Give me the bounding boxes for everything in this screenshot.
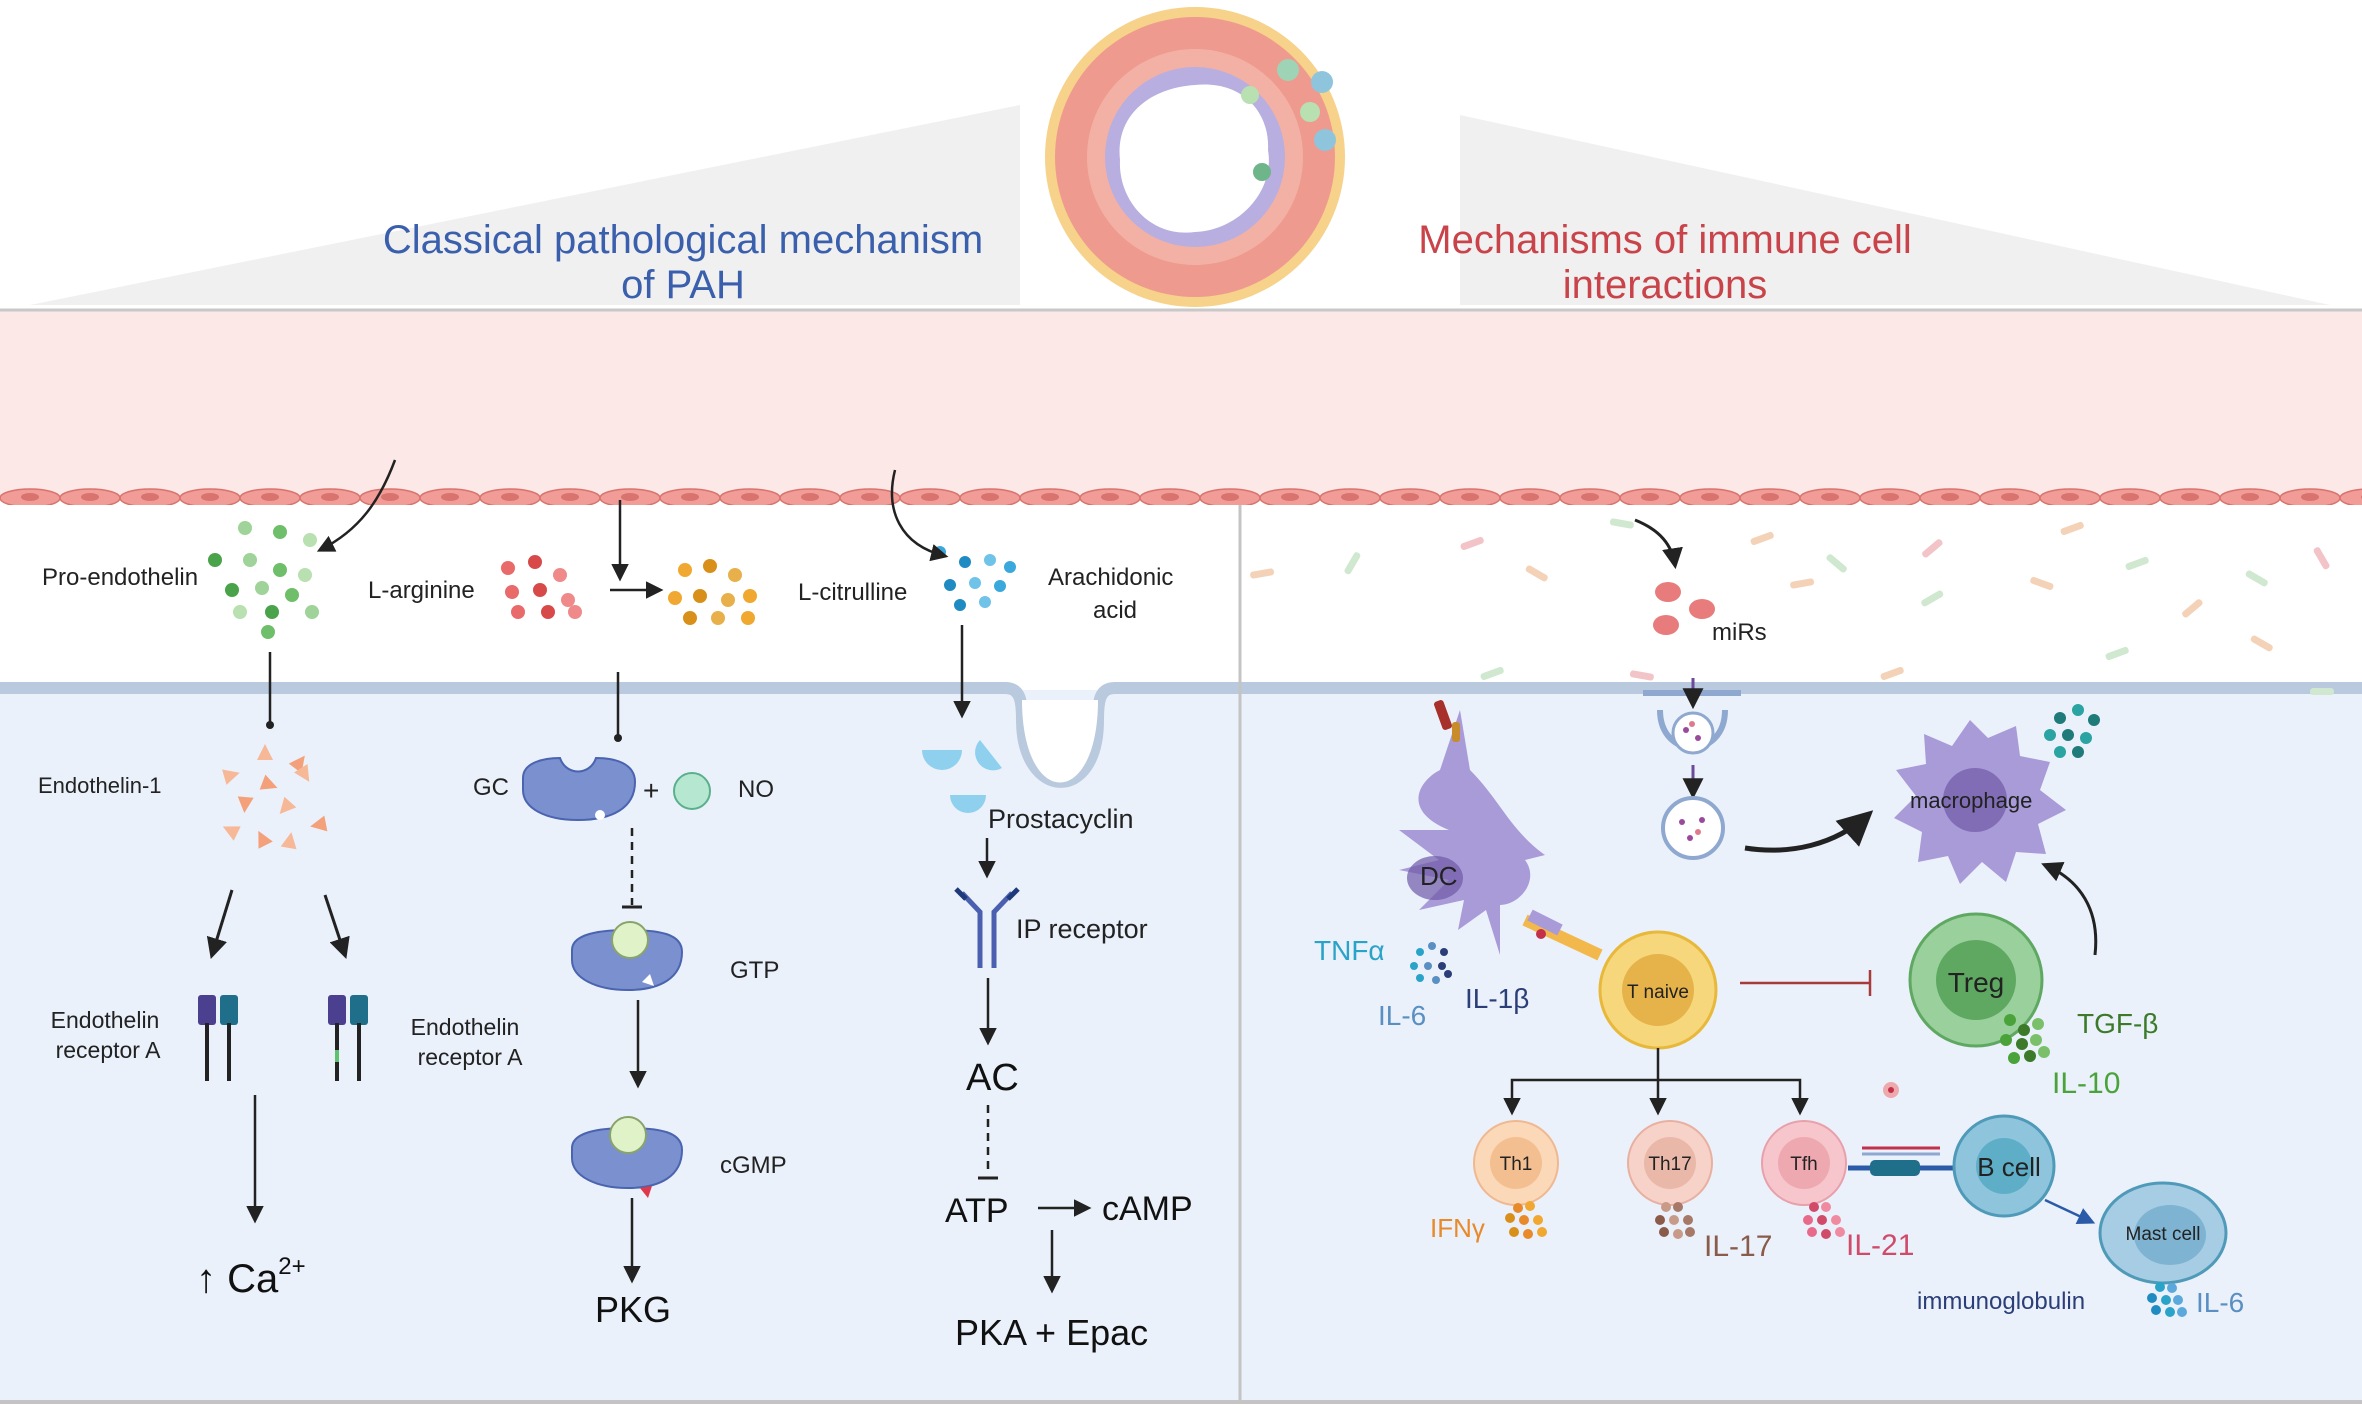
tfh-bcell-synapse: [1848, 1146, 1955, 1176]
ac-label: AC: [966, 1057, 1019, 1099]
receptor-a-2-label-2: receptor A: [418, 1044, 523, 1070]
dendritic-cell: [1399, 700, 1545, 955]
plus-label: +: [643, 775, 659, 806]
macrophage-secretion-dots: [2044, 704, 2100, 758]
th17-label: Th17: [1648, 1154, 1691, 1175]
macrophage-label: macrophage: [1910, 788, 2032, 813]
macrophage-cell: [1894, 720, 2066, 884]
th1-label: Th1: [1500, 1154, 1533, 1175]
gc-enzyme: [522, 756, 637, 822]
il21-label: IL-21: [1846, 1229, 1914, 1262]
tnfa-label: TNFα: [1314, 935, 1385, 966]
arachidonic-label-1: Arachidonic: [1048, 564, 1173, 591]
left-title-line1: Classical pathological mechanism: [383, 218, 983, 262]
cgmp-label: cGMP: [720, 1152, 787, 1179]
tfh-label: Tfh: [1790, 1154, 1817, 1175]
dc-cytokine-dots: [1410, 942, 1452, 984]
l-citrulline-dots: [668, 559, 757, 625]
no-label: NO: [738, 776, 774, 803]
l-arginine-dots: [501, 555, 582, 619]
header-perspective: [30, 105, 2330, 305]
il6-label-dc: IL-6: [1378, 1000, 1426, 1031]
gtp-label: GTP: [730, 957, 779, 984]
b-cell-label: B cell: [1977, 1152, 2041, 1182]
arachidonic-label-2: acid: [1093, 597, 1137, 624]
treg-secretion-dots: [2000, 1014, 2050, 1064]
receptor-a-1-label-1: Endothelin: [51, 1007, 160, 1033]
endothelin-1-triangles: [222, 744, 328, 850]
prostacyclin-label: Prostacyclin: [988, 804, 1134, 834]
endothelin-1-label: Endothelin-1: [38, 773, 162, 798]
dc-label: DC: [1420, 861, 1458, 891]
calcium-label: ↑ Ca2+: [196, 1253, 306, 1301]
mast-cell-label: Mast cell: [2126, 1224, 2201, 1245]
treg-label: Treg: [1948, 967, 2005, 998]
no-molecule: [673, 772, 711, 810]
mirs-label: miRs: [1712, 619, 1767, 646]
vessel-wall-band: [0, 310, 2362, 500]
receptor-a-2-label-1: Endothelin: [411, 1014, 520, 1040]
gc-label: GC: [473, 774, 509, 801]
pro-endothelin-dots: [208, 521, 319, 639]
vessel-cross-section: [1045, 7, 1345, 307]
endocytosis-vesicle: [1643, 678, 1741, 860]
il10-label: IL-10: [2052, 1067, 2120, 1100]
dc-tcell-synapse: [1522, 909, 1603, 961]
tgfb-label: TGF-β: [2077, 1008, 2158, 1039]
left-title-line2: of PAH: [621, 263, 745, 307]
gtp-enzyme: [571, 928, 684, 992]
endothelial-cell-row: [0, 488, 2362, 508]
endothelin-receptor-a-2: [328, 995, 368, 1081]
il17-label: IL-17: [1704, 1230, 1772, 1263]
pka-label: PKA + Epac: [955, 1312, 1148, 1353]
endothelin-receptor-a-1: [198, 995, 238, 1081]
right-title-line1: Mechanisms of immune cell: [1418, 218, 1912, 262]
l-arginine-label: L-arginine: [368, 577, 475, 604]
camp-label: cAMP: [1102, 1190, 1193, 1228]
pro-endothelin-label: Pro-endothelin: [42, 564, 198, 591]
il6-label-mast: IL-6: [2196, 1287, 2244, 1318]
cgmp-enzyme: [571, 1126, 684, 1190]
l-citrulline-label: L-citrulline: [798, 579, 907, 606]
atp-label: ATP: [945, 1192, 1009, 1230]
immunoglobulin-label: immunoglobulin: [1917, 1288, 2085, 1315]
pkg-label: PKG: [595, 1289, 671, 1330]
right-title-line2: interactions: [1563, 263, 1768, 307]
th-cytokine-dots: [1505, 1201, 2187, 1317]
t-naive-label: T naive: [1627, 982, 1689, 1003]
il1b-label: IL-1β: [1465, 983, 1529, 1014]
ip-receptor-label: IP receptor: [1016, 914, 1148, 944]
extracellular-vesicle-rods: [1250, 518, 2334, 695]
ifng-label: IFNγ: [1430, 1213, 1485, 1243]
ip-receptor: [954, 887, 1020, 968]
receptor-a-1-label-2: receptor A: [56, 1037, 161, 1063]
